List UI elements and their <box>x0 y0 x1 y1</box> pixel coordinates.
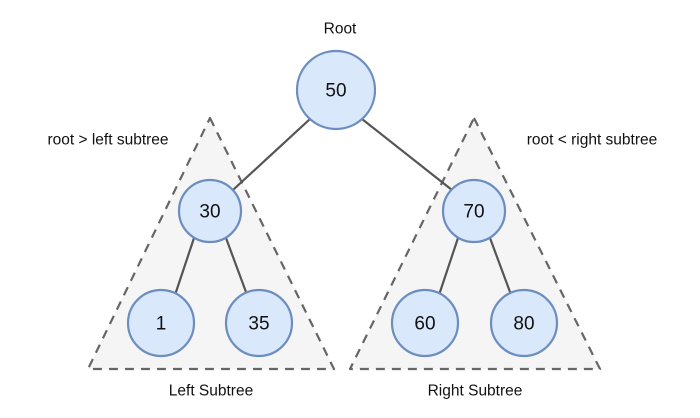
node-left-right-leaf-value: 35 <box>248 314 269 335</box>
node-left-child[interactable]: 30 <box>177 178 243 244</box>
right-rule-annotation: root < right subtree <box>527 132 658 149</box>
edge-30-to-35 <box>224 236 248 294</box>
node-root-value: 50 <box>325 81 346 102</box>
node-root[interactable]: 50 <box>295 49 377 131</box>
tree-nodes-group: 50 30 70 1 35 60 <box>126 49 559 358</box>
edge-30-to-1 <box>174 236 196 294</box>
edge-70-to-60 <box>438 236 460 294</box>
edge-root-to-30 <box>232 117 312 191</box>
edge-root-to-70 <box>360 117 454 192</box>
node-right-child-circle[interactable] <box>441 178 507 244</box>
node-right-right-leaf-circle[interactable] <box>489 288 559 358</box>
labels-group: Root root > left subtree root < right su… <box>47 21 657 400</box>
node-right-left-leaf-value: 60 <box>414 314 435 335</box>
node-left-child-value: 30 <box>199 202 220 223</box>
edge-70-to-80 <box>488 236 512 294</box>
node-left-right-leaf-circle[interactable] <box>224 288 294 358</box>
left-subtree-caption: Left Subtree <box>169 383 253 400</box>
root-label: Root <box>324 21 357 38</box>
node-root-circle[interactable] <box>295 49 377 131</box>
node-right-right-leaf-value: 80 <box>513 314 534 335</box>
tree-edges-group <box>174 117 512 294</box>
node-left-right-leaf[interactable]: 35 <box>224 288 294 358</box>
right-subtree-triangle <box>348 116 602 371</box>
node-left-left-leaf-value: 1 <box>156 314 167 335</box>
left-subtree-triangle <box>86 116 336 371</box>
node-right-child-value: 70 <box>463 202 484 223</box>
right-subtree-caption: Right Subtree <box>428 383 523 400</box>
node-right-right-leaf[interactable]: 80 <box>489 288 559 358</box>
node-right-left-leaf-circle[interactable] <box>390 288 460 358</box>
node-left-left-leaf[interactable]: 1 <box>126 288 196 358</box>
node-right-left-leaf[interactable]: 60 <box>390 288 460 358</box>
node-right-child[interactable]: 70 <box>441 178 507 244</box>
node-left-left-leaf-circle[interactable] <box>126 288 196 358</box>
left-rule-annotation: root > left subtree <box>47 132 168 149</box>
node-left-child-circle[interactable] <box>177 178 243 244</box>
